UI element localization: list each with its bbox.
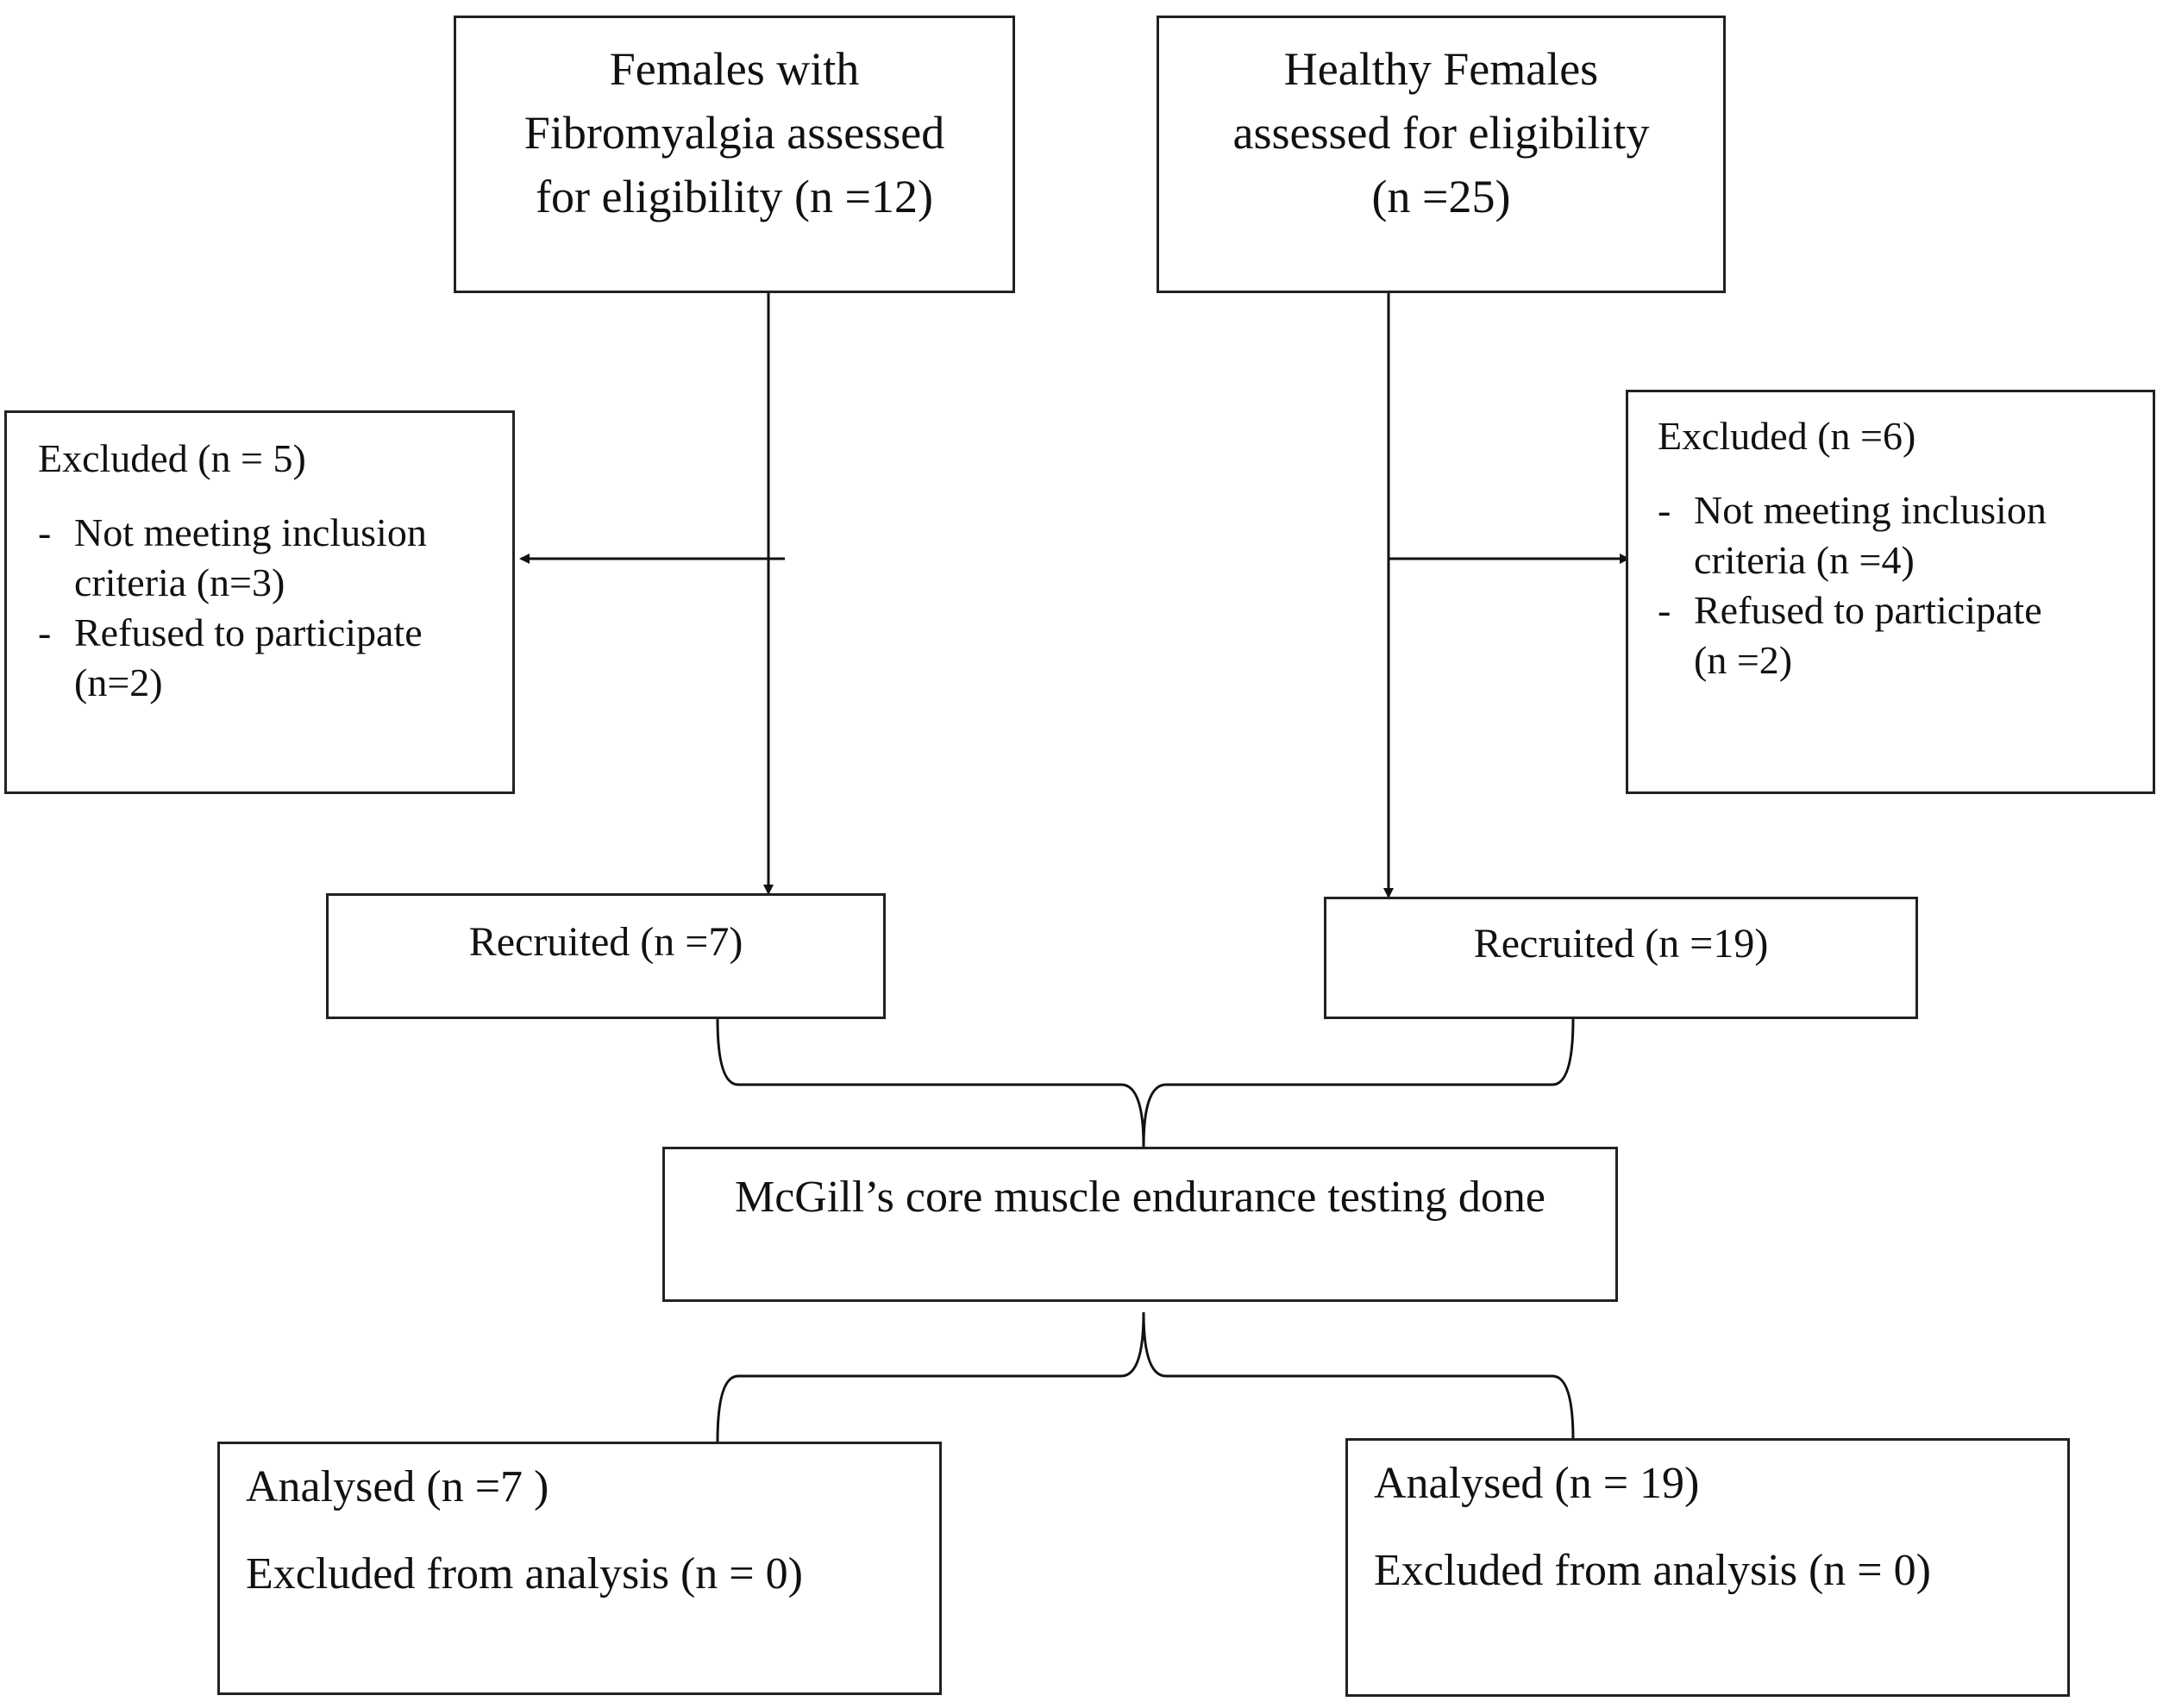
fm-recruited-label: Recruited (n =7) <box>468 919 743 965</box>
fm-excluded-title: Excluded (n = 5) <box>38 436 306 480</box>
fm-excluded-item-text: (n=2) <box>74 660 163 704</box>
fm-excluded-item-text: criteria (n=3) <box>74 560 285 604</box>
hf-analysed-box: Analysed (n = 19) Excluded from analysis… <box>1345 1438 2070 1697</box>
hf-excluded-item: Refused to participate (n =2) <box>1658 585 2127 685</box>
fm-excluded-item: Refused to participate (n=2) <box>38 608 485 708</box>
hf-excluded-item-text: Refused to participate <box>1694 588 2042 632</box>
fm-excluded-item-text: Not meeting inclusion <box>74 510 427 554</box>
fm-recruited-box: Recruited (n =7) <box>326 893 886 1019</box>
fm-analysed-excluded: Excluded from analysis (n = 0) <box>246 1549 803 1599</box>
hf-excluded-item-text: (n =2) <box>1694 638 1793 682</box>
hf-excluded-title: Excluded (n =6) <box>1658 414 1916 458</box>
hf-excluded-box: Excluded (n =6) Not meeting inclusion cr… <box>1626 390 2155 794</box>
hf-recruited-box: Recruited (n =19) <box>1324 897 1918 1019</box>
hf-analysed-count: Analysed (n = 19) <box>1374 1459 1700 1508</box>
fm-analysed-count: Analysed (n =7 ) <box>246 1462 549 1511</box>
testing-label: McGill’s core muscle endurance testing d… <box>734 1173 1546 1222</box>
hf-excluded-item-text: Not meeting inclusion <box>1694 488 2047 532</box>
split-brace <box>716 1311 1575 1442</box>
hf-assessed-line: assessed for eligibility <box>1232 107 1650 159</box>
testing-box: McGill’s core muscle endurance testing d… <box>662 1147 1618 1302</box>
fm-excluded-box: Excluded (n = 5) Not meeting inclusion c… <box>4 410 515 794</box>
fm-analysed-box: Analysed (n =7 ) Excluded from analysis … <box>217 1442 942 1695</box>
fm-assessed-box: Females with Fibromyalgia assessed for e… <box>454 16 1015 293</box>
fm-excluded-item-text: Refused to participate <box>74 610 423 654</box>
hf-assessed-line: Healthy Females <box>1283 43 1599 95</box>
hf-assessed-box: Healthy Females assessed for eligibility… <box>1157 16 1726 293</box>
hf-excluded-item-text: criteria (n =4) <box>1694 538 1915 582</box>
fm-assessed-line: Fibromyalgia assessed <box>524 107 945 159</box>
hf-analysed-excluded: Excluded from analysis (n = 0) <box>1374 1546 1931 1595</box>
fm-assessed-line: for eligibility (n =12) <box>536 171 933 222</box>
fm-assessed-line: Females with <box>609 43 860 95</box>
hf-excluded-item: Not meeting inclusion criteria (n =4) <box>1658 485 2127 585</box>
hf-excluded-list: Not meeting inclusion criteria (n =4) Re… <box>1658 485 2127 685</box>
fm-excluded-list: Not meeting inclusion criteria (n=3) Ref… <box>38 508 485 708</box>
fm-excluded-item: Not meeting inclusion criteria (n=3) <box>38 508 485 608</box>
hf-assessed-line: (n =25) <box>1371 171 1511 222</box>
hf-recruited-label: Recruited (n =19) <box>1473 921 1769 967</box>
merge-brace <box>716 1018 1575 1148</box>
